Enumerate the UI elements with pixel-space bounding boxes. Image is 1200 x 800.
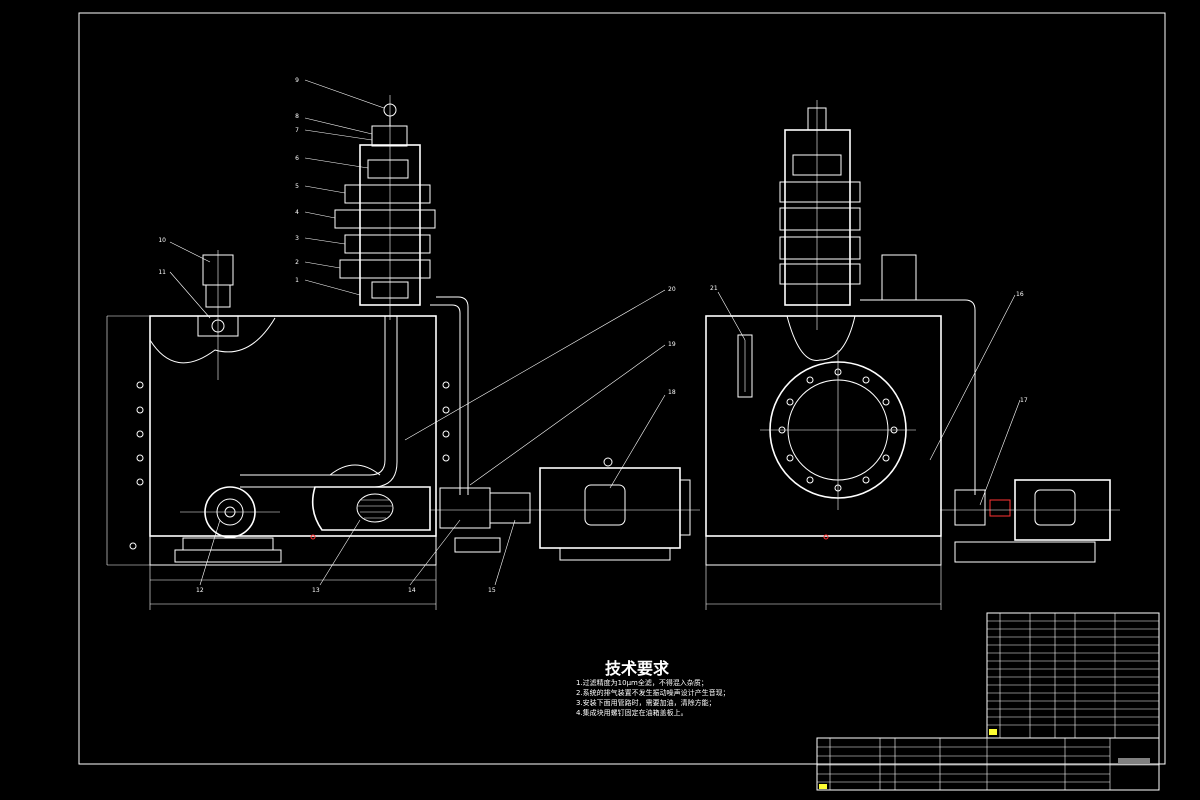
callout-20: 20 [668,286,676,293]
callout-2: 2 [295,259,299,266]
callout-15: 15 [488,587,496,594]
requirement-item: 2.系统的排气装置不发生振动噪声设计产生音现； [576,689,730,697]
callout-18: 18 [668,389,676,396]
callout-11: 11 [158,269,166,276]
callout-14: 14 [408,587,416,594]
drawing-border [78,12,1166,765]
callouts: 1 2 3 4 5 6 7 8 9 10 11 12 13 14 15 16 1… [158,77,1027,594]
callout-21: 21 [710,285,718,292]
title-block [816,737,1160,791]
callout-17: 17 [1020,397,1028,404]
side-view [705,100,1120,610]
requirement-item: 3.安装下面用管路时，需要加油，清除方能； [576,699,716,707]
callout-19: 19 [668,341,676,348]
callout-4: 4 [295,209,299,216]
callout-13: 13 [312,587,320,594]
parts-list [986,612,1160,739]
technical-requirements-title: 技术要求 [605,659,670,678]
valve-stack-side [784,129,851,306]
callout-16: 16 [1016,291,1024,298]
callout-8: 8 [295,113,299,120]
callout-7: 7 [295,127,299,134]
callout-6: 6 [295,155,299,162]
requirement-item: 1.过滤精度为10μm全滤，不得混入杂质； [576,679,708,687]
callout-1: 1 [295,277,299,284]
front-view [106,95,700,610]
callout-12: 12 [196,587,204,594]
callout-5: 5 [295,183,299,190]
requirement-item: 4.集成块用螺钉固定在油箱盖板上。 [576,709,688,717]
callout-9: 9 [295,77,299,84]
oil-tank-front [149,315,437,537]
technical-requirements-list: 1.过滤精度为10μm全滤，不得混入杂质； 2.系统的排气装置不发生振动噪声设计… [576,678,730,718]
motor-front [539,467,681,549]
callout-10: 10 [158,237,166,244]
callout-3: 3 [295,235,299,242]
